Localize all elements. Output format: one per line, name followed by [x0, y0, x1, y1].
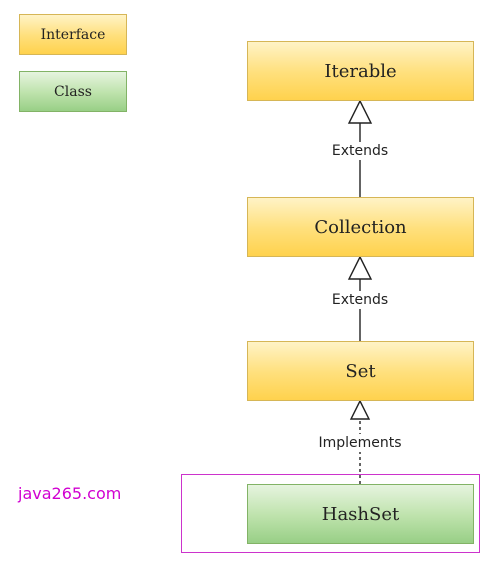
collection-extends-iterable-label: Extends	[329, 142, 391, 160]
legend-interface-label: Interface	[40, 26, 106, 43]
collection-extends-iterable-connector	[347, 99, 373, 197]
legend-class-label: Class	[54, 83, 92, 100]
hashset-class-box: HashSet	[247, 484, 474, 544]
legend-class-box: Class	[19, 71, 127, 112]
set-label: Set	[345, 360, 376, 382]
watermark-text: java265.com	[18, 484, 122, 503]
set-interface-box: Set	[247, 341, 474, 401]
collection-interface-box: Collection	[247, 197, 474, 257]
hashset-label: HashSet	[321, 503, 400, 525]
hashset-implements-set-arrowhead	[349, 399, 371, 420]
set-extends-collection-arrowhead	[347, 255, 373, 280]
collection-label: Collection	[314, 216, 407, 238]
hashset-implements-set-label: Implements	[316, 434, 404, 452]
set-extends-collection-label: Extends	[329, 291, 391, 309]
iterable-interface-box: Iterable	[247, 41, 474, 101]
iterable-label: Iterable	[324, 60, 397, 82]
hashset-highlight-frame	[181, 474, 480, 553]
collection-extends-iterable-arrowhead	[347, 99, 373, 124]
legend-interface-box: Interface	[19, 14, 127, 55]
set-extends-collection-connector	[347, 255, 373, 341]
